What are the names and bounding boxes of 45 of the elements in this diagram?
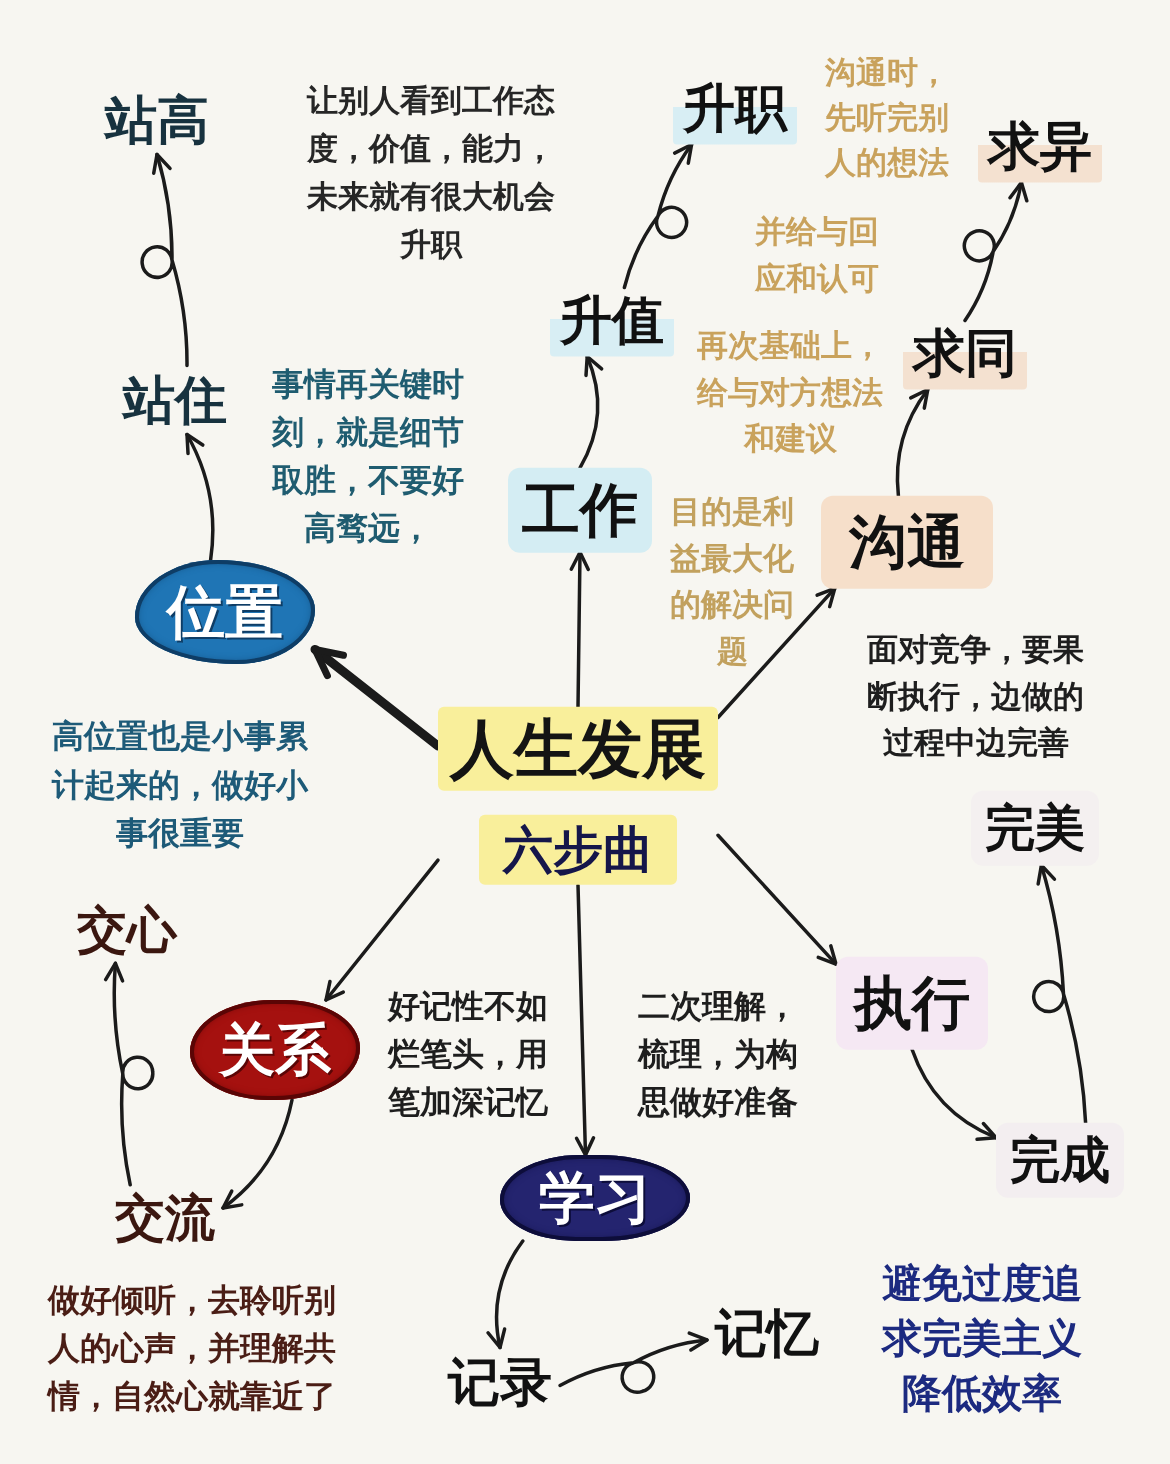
topic-label: 交心 — [69, 896, 185, 964]
note-text: 避免过度追求完美主义降低效率 — [880, 1259, 1083, 1419]
note-text: 事情再关键时刻，就是细节取胜，不要好高骛远， — [270, 364, 465, 549]
topic-blob: 位置 — [135, 560, 315, 664]
note-text: 目的是利益最大化的解决问题 — [669, 492, 795, 671]
loop-arrow — [558, 1331, 709, 1394]
highlighted-topic: 执行 — [836, 956, 988, 1050]
loop-arrow — [104, 961, 155, 1187]
arrow — [324, 858, 440, 1002]
curved-arrow — [910, 1047, 998, 1141]
note-text: 再次基础上，给与对方想法和建议 — [695, 326, 884, 458]
loop-arrow — [962, 180, 1029, 323]
curved-arrow — [221, 1098, 294, 1210]
note-text: 让别人看到工作态度，价值，能力，未来就有很大机会升职 — [305, 81, 556, 265]
note-text: 沟通时，先听完别人的想法 — [825, 53, 950, 182]
highlighted-topic: 工作 — [508, 467, 652, 553]
highlighted-topic: 沟通 — [821, 495, 993, 589]
curved-arrow — [486, 1239, 525, 1350]
highlighted-topic: 完成 — [996, 1122, 1124, 1198]
loop-arrow — [140, 152, 189, 368]
note-text: 好记性不如烂笔头，用笔加深记忆 — [388, 986, 549, 1123]
central-subtitle: 六步曲 — [479, 815, 677, 886]
note-text: 面对竞争，要果断执行，边做的过程中边完善 — [866, 630, 1085, 762]
topic-label: 记录 — [440, 1347, 560, 1417]
loop-arrow — [622, 142, 694, 290]
arrow — [574, 883, 596, 1157]
note-text: 做好倾听，去聆听别人的心声，并理解共情，自然心就靠近了 — [48, 1280, 337, 1417]
curved-arrow — [185, 432, 215, 562]
note-text: 并给与回应和认可 — [755, 212, 880, 298]
curved-arrow — [578, 354, 603, 470]
topic-label: 交流 — [107, 1184, 223, 1252]
loop-arrow — [1031, 863, 1088, 1125]
topic-blob: 学习 — [500, 1155, 690, 1241]
note-text: 高位置也是小事累计起来的，做好小事很重要 — [50, 716, 310, 855]
highlighted-topic: 完美 — [971, 790, 1099, 866]
central-title: 人生发展 — [438, 706, 718, 792]
arrow — [569, 550, 591, 709]
topic-label: 站高 — [97, 85, 217, 155]
arrow — [716, 586, 837, 720]
topic-label: 站住 — [115, 365, 235, 435]
topic-blob: 关系 — [190, 1000, 360, 1100]
curved-arrow — [895, 387, 930, 498]
note-text: 二次理解，梳理，为构思做好准备 — [638, 986, 799, 1123]
topic-label: 记忆 — [707, 1298, 827, 1368]
arrow — [716, 833, 838, 966]
